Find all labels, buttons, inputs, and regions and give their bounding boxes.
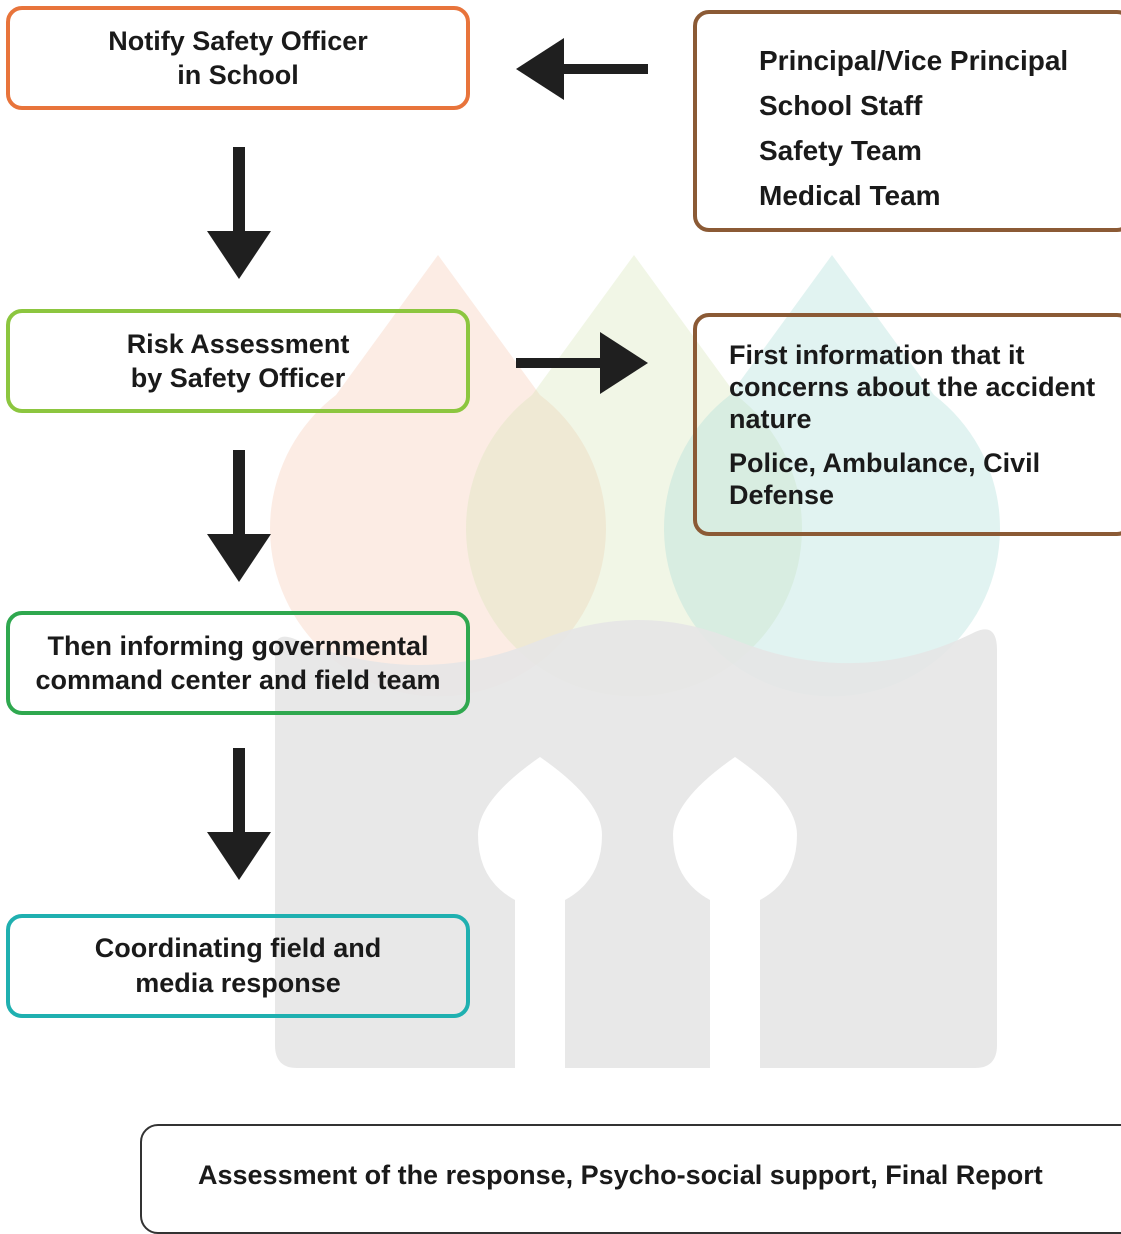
down-arrow-2	[207, 450, 271, 582]
notify-safety-officer-box: Notify Safety Officer in School	[6, 6, 470, 110]
first-information-box: First information that it concerns about…	[693, 313, 1121, 536]
final-report-text: Assessment of the response, Psycho-socia…	[198, 1160, 1043, 1190]
risk-line-1: Risk Assessment	[126, 329, 350, 359]
final-report-box: Assessment of the response, Psycho-socia…	[140, 1124, 1121, 1234]
notify-line-1: Notify Safety Officer	[108, 26, 368, 56]
first-information-text: First information that it concerns about…	[729, 340, 1096, 434]
risk-line-2: by Safety Officer	[130, 363, 346, 393]
government-line-1: Then informing governmental	[47, 631, 429, 661]
coordinate-line-2: media response	[135, 968, 341, 998]
notified-party-medical-team: Medical Team	[759, 180, 941, 211]
coordinate-line-1: Coordinating field and	[94, 933, 382, 963]
inform-government-box: Then informing governmental command cent…	[6, 611, 470, 715]
left-arrow	[516, 38, 648, 100]
down-arrow-1	[207, 147, 271, 279]
notified-party-principal: Principal/Vice Principal	[759, 45, 1069, 76]
down-arrow-3	[207, 748, 271, 880]
notified-parties-box: Principal/Vice Principal School Staff Sa…	[693, 10, 1121, 232]
notified-party-safety-team: Safety Team	[759, 135, 922, 166]
government-line-2: command center and field team	[35, 665, 441, 695]
right-arrow	[516, 332, 648, 394]
emergency-services-text: Police, Ambulance, Civil Defense	[729, 448, 1041, 510]
notify-line-2: in School	[177, 60, 299, 90]
notified-party-staff: School Staff	[759, 90, 923, 121]
coordinate-response-box: Coordinating field and media response	[6, 914, 470, 1018]
risk-assessment-box: Risk Assessment by Safety Officer	[6, 309, 470, 413]
